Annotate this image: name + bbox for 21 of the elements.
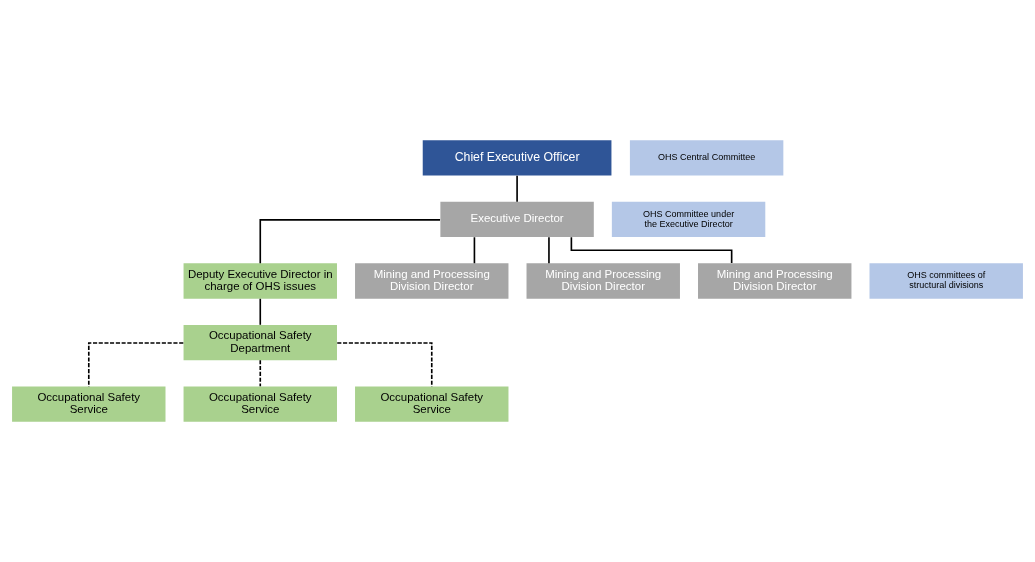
node-box: Mining and Processing Division Director (526, 263, 680, 299)
node-box: Executive Director (440, 201, 594, 238)
connector (259, 298, 262, 326)
node-box: Deputy Executive Director in charge of OHS issues (183, 263, 337, 299)
node-box: OHS committees of structural divisions (869, 263, 1023, 299)
connector (336, 342, 433, 388)
node-box: Occupational Safety Service (355, 386, 509, 422)
node-box: OHS Committee under the Executive Director (611, 201, 766, 238)
node-box: OHS Central Committee (629, 140, 784, 176)
node-box: Occupational Safety Service (183, 386, 337, 422)
connector (548, 236, 550, 265)
connector (259, 219, 441, 265)
node-box: Occupational Safety Department (183, 324, 337, 361)
node-box: Chief Executive Officer (422, 140, 612, 176)
connector (87, 342, 185, 388)
node-box: Occupational Safety Service (12, 386, 166, 422)
connector (259, 359, 262, 388)
node-box: Mining and Processing Division Director (355, 263, 509, 299)
node-box: Mining and Processing Division Director (698, 263, 852, 299)
connector (473, 236, 476, 265)
connector (516, 174, 518, 203)
